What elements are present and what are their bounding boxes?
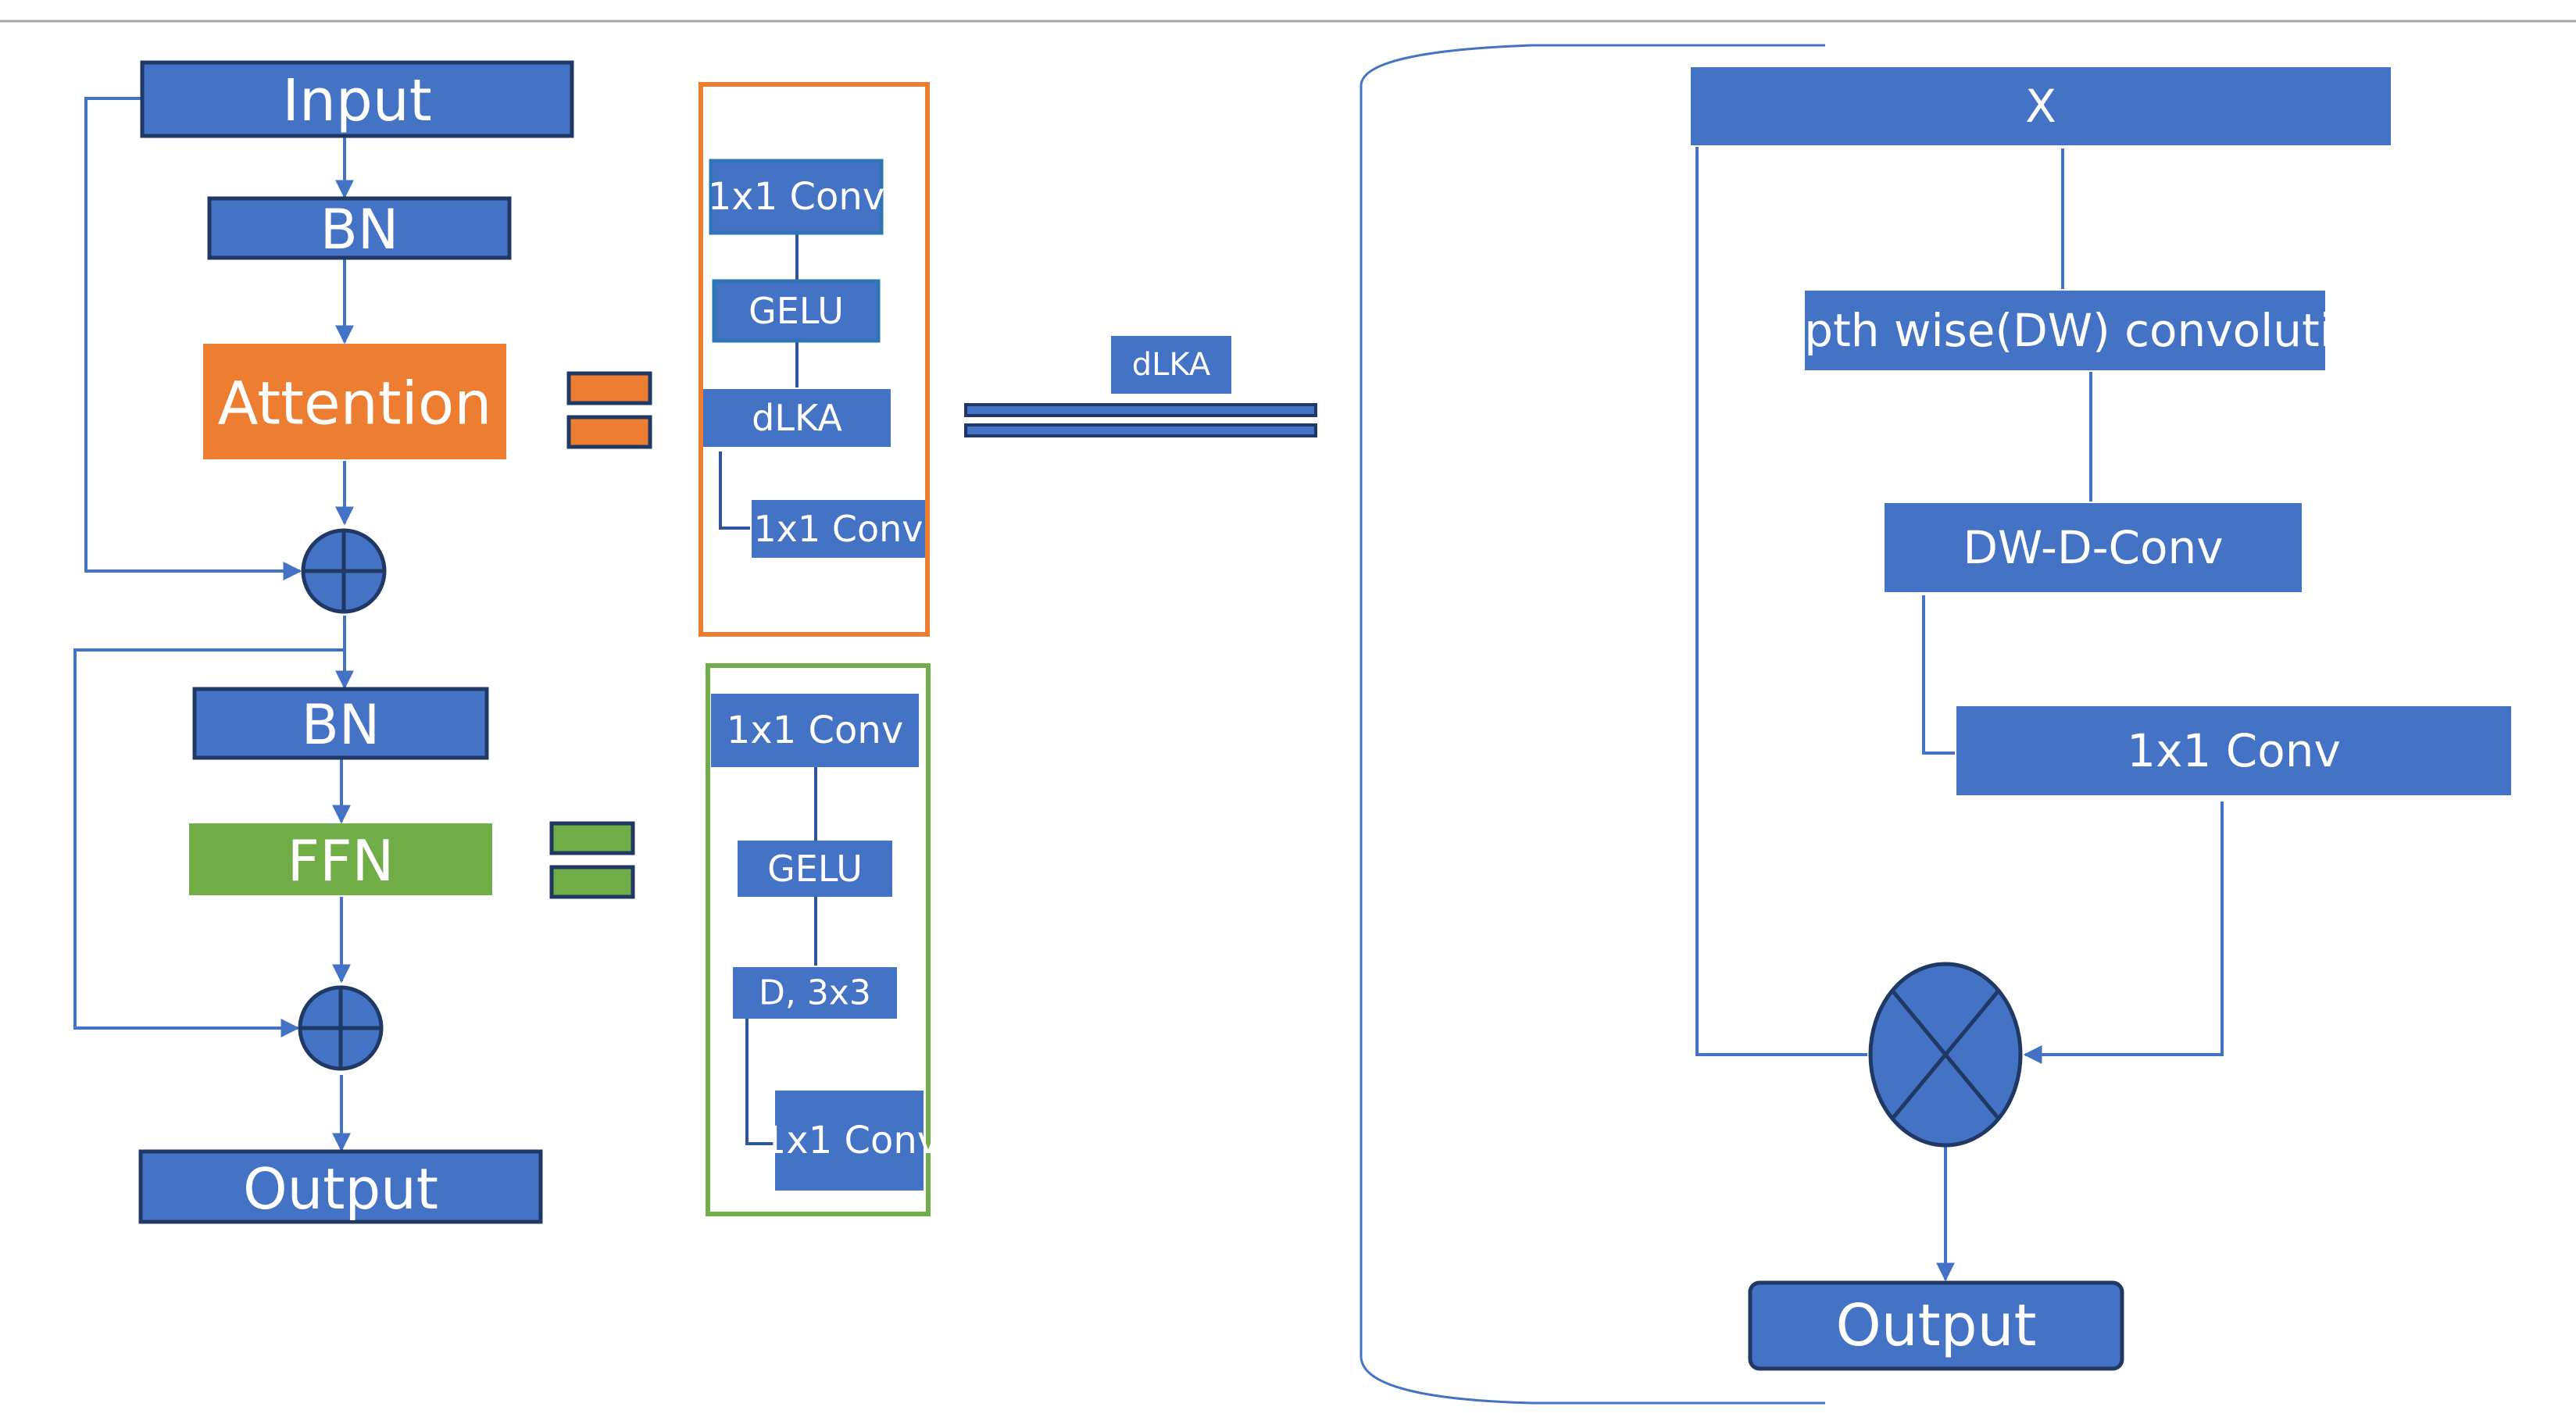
edge-residual-2: [73, 648, 345, 1037]
bn1-box: BN: [207, 196, 512, 262]
att-conv1-label: 1x1 Conv: [708, 175, 884, 219]
x-box: X: [1691, 67, 2391, 145]
dlka-tag-label: dLKA: [1132, 347, 1211, 383]
dw-conv-box: Depth wise(DW) convolution: [1742, 291, 2388, 370]
edge-conv-mul: [2023, 802, 2224, 1064]
attention-label: Attention: [218, 369, 492, 438]
att-gelu-label: GELU: [749, 290, 844, 332]
att-conv2-box: 1x1 Conv: [752, 500, 925, 558]
att-conv2-label: 1x1 Conv: [753, 508, 923, 550]
att-conv1-box: 1x1 Conv: [708, 159, 884, 235]
edge-dconv-conv: [745, 1017, 775, 1145]
att-dlka-box: dLKA: [703, 389, 891, 447]
attention-detail-frame: [698, 82, 930, 637]
dlka-detail: X Depth wise(DW) convolution DW-D-Conv 1…: [1359, 44, 2511, 1405]
att-gelu-box: GELU: [712, 279, 881, 343]
ffn-detail-frame: [706, 663, 931, 1216]
bn2-box: BN: [192, 687, 489, 760]
ffn-gelu-box: GELU: [738, 841, 892, 897]
ffn-conv1-box: 1x1 Conv: [711, 694, 919, 767]
ffn-box: FFN: [189, 823, 492, 895]
dw-conv-label: Depth wise(DW) convolution: [1742, 304, 2388, 357]
edge-x-skip: [1695, 147, 1867, 1056]
bn1-label: BN: [320, 198, 398, 262]
ffn-gelu-label: GELU: [767, 848, 863, 890]
edge-dwd-conv: [1922, 595, 1955, 755]
dwd-conv-box: DW-D-Conv: [1885, 503, 2302, 592]
dlka-output-label: Output: [1835, 1292, 2036, 1359]
transformer-block: Input BN Attention BN FFN: [73, 60, 574, 1224]
ffn-dconv-box: D, 3x3: [733, 967, 897, 1019]
ffn-dconv-label: D, 3x3: [759, 973, 871, 1013]
edge-residual-1: [84, 97, 302, 580]
input-label: Input: [282, 67, 432, 134]
edge-dlka-conv: [719, 452, 750, 530]
output-box: Output: [138, 1149, 543, 1224]
att-dlka-label: dLKA: [752, 397, 842, 439]
add-node-1: [301, 528, 387, 614]
equals-green: [549, 821, 635, 899]
bn2-label: BN: [302, 693, 380, 757]
conv-box: 1x1 Conv: [1956, 706, 2511, 795]
attention-box: Attention: [203, 344, 506, 459]
add-node-2: [298, 985, 384, 1071]
ffn-detail: 1x1 Conv GELU D, 3x3 1x1 Conv: [706, 663, 939, 1216]
ffn-conv2-box: 1x1 Conv: [763, 1091, 939, 1191]
equals-orange: [566, 371, 652, 449]
dlka-output-box: Output: [1748, 1280, 2124, 1371]
dlka-tag: dLKA: [1111, 336, 1231, 394]
dwd-conv-label: DW-D-Conv: [1963, 521, 2223, 574]
double-equals-line: [964, 403, 1317, 437]
conv-label: 1x1 Conv: [2127, 724, 2341, 777]
ffn-conv2-label: 1x1 Conv: [763, 1119, 939, 1162]
ffn-conv1-label: 1x1 Conv: [727, 709, 903, 752]
output-label: Output: [243, 1156, 438, 1222]
attention-detail: 1x1 Conv GELU dLKA 1x1 Conv: [698, 82, 930, 637]
multiply-node: [1868, 962, 2023, 1148]
ffn-label: FFN: [288, 828, 395, 894]
input-box: Input: [140, 60, 574, 138]
dlka-bracket: [1359, 44, 1825, 1405]
x-label: X: [2025, 80, 2056, 133]
